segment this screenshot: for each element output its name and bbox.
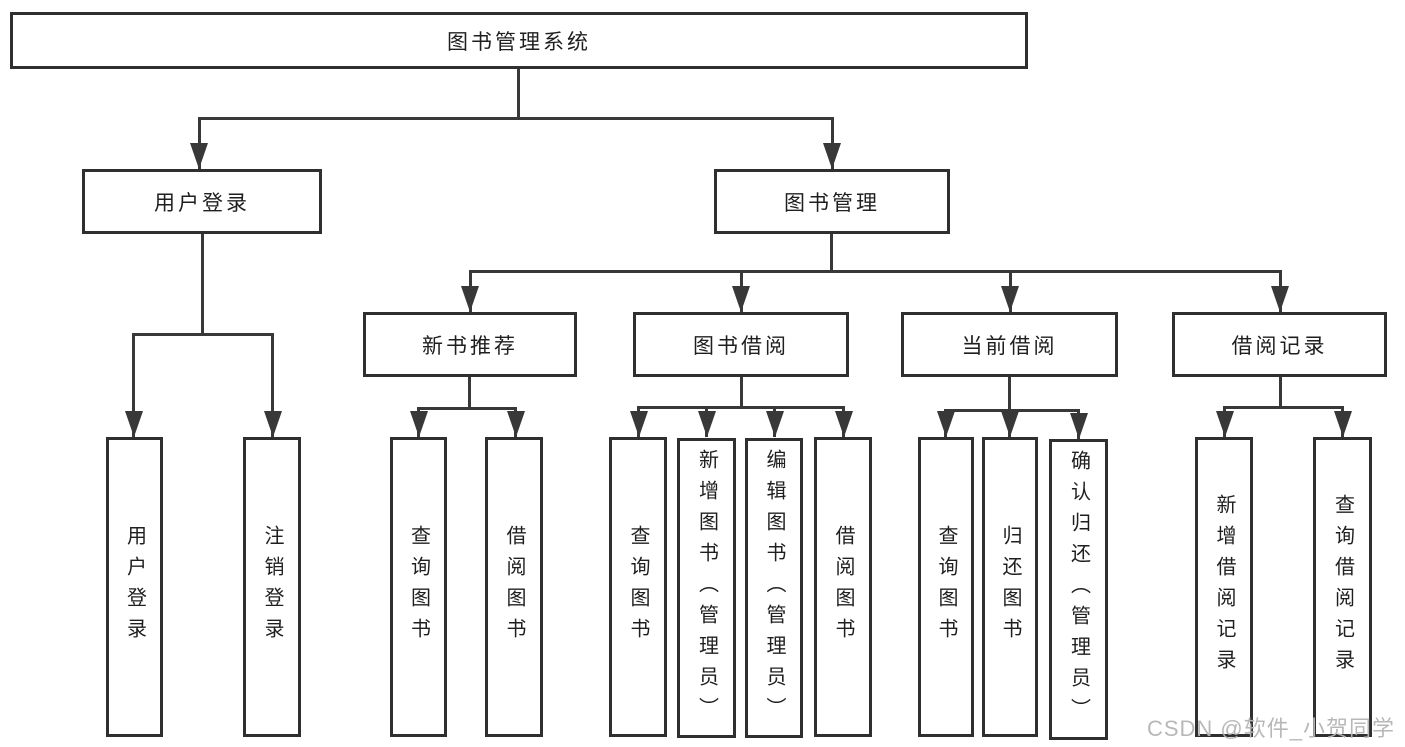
arrow-down-icon (630, 411, 648, 437)
arrow-down-icon (835, 411, 853, 437)
node-user-login: 用户登录 (82, 169, 322, 234)
arrow-down-icon (823, 143, 841, 169)
arrow-down-icon (507, 411, 525, 437)
connector-root-branch (199, 117, 832, 120)
node-label: 借阅图书 (503, 525, 525, 649)
connector-borrow-records-stem (1279, 377, 1282, 408)
node-leaf-add-borrow-record: 新增借阅记录 (1195, 437, 1253, 737)
node-new-book-recommend: 新书推荐 (363, 312, 577, 377)
connector-book-mgmt-stem (830, 234, 833, 272)
arrow-down-icon (1001, 286, 1019, 312)
arrow-down-icon (461, 286, 479, 312)
node-label: 查询借阅记录 (1331, 494, 1354, 680)
connector-book-borrow-branch (637, 406, 845, 409)
node-leaf-logout: 注销登录 (243, 437, 301, 737)
node-label: 查询图书 (627, 525, 649, 649)
arrow-down-icon (1271, 286, 1289, 312)
node-label: 确认归还（管理员） (1067, 450, 1090, 729)
node-label: 新增图书（管理员） (695, 448, 718, 728)
connector-root-stem (517, 69, 520, 119)
node-label: 新书推荐 (422, 334, 518, 358)
node-label: 借阅记录 (1231, 334, 1328, 358)
arrow-down-icon (1216, 411, 1234, 437)
node-leaf-confirm-return-admin: 确认归还（管理员） (1049, 439, 1108, 740)
node-borrow-records: 借阅记录 (1172, 312, 1387, 377)
node-label: 归还图书 (999, 525, 1021, 649)
connector-book-mgmt-branch (469, 270, 1282, 273)
node-label: 用户登录 (123, 525, 146, 649)
arrow-down-icon (1334, 411, 1352, 437)
node-label: 注销登录 (261, 525, 283, 649)
node-leaf-borrow-books-1: 借阅图书 (485, 437, 543, 737)
arrow-down-icon (698, 411, 716, 437)
node-label: 查询图书 (407, 525, 430, 649)
node-label: 新增借阅记录 (1213, 494, 1235, 680)
node-book-borrow: 图书借阅 (633, 312, 849, 377)
arrow-down-icon (1070, 413, 1088, 439)
connector-new-books-branch (417, 407, 517, 410)
arrow-down-icon (766, 411, 784, 437)
node-current-borrow: 当前借阅 (901, 312, 1118, 377)
connector-book-borrow-stem (740, 377, 743, 408)
node-leaf-return-books: 归还图书 (982, 437, 1038, 737)
arrow-down-icon (190, 143, 208, 169)
node-library-management-system: 图书管理系统 (10, 12, 1028, 69)
arrow-down-icon (1001, 411, 1019, 437)
arrow-down-icon (732, 286, 750, 312)
node-label: 用户登录 (154, 191, 250, 215)
arrow-down-icon (410, 411, 428, 437)
node-label: 编辑图书（管理员） (763, 448, 785, 728)
connector-borrow-records-branch (1223, 406, 1343, 409)
node-leaf-borrow-books-2: 借阅图书 (814, 437, 872, 737)
node-leaf-query-books-3: 查询图书 (918, 437, 974, 737)
connector-current-borrow-stem (1008, 377, 1011, 411)
connector-user-login-branch (132, 333, 274, 336)
node-label: 图书借阅 (693, 334, 789, 358)
node-leaf-edit-books-admin: 编辑图书（管理员） (745, 438, 803, 738)
node-label: 查询图书 (935, 525, 957, 649)
arrow-down-icon (264, 411, 282, 437)
node-label: 图书管理 (784, 191, 880, 215)
node-label: 图书管理系统 (447, 30, 591, 54)
connector-drop-login (132, 333, 135, 437)
node-label: 借阅图书 (832, 525, 854, 649)
node-leaf-add-books-admin: 新增图书（管理员） (677, 438, 736, 738)
arrow-down-icon (937, 411, 955, 437)
arrow-down-icon (125, 411, 143, 437)
connector-current-borrow-branch (944, 409, 1080, 412)
node-leaf-user-login: 用户登录 (106, 437, 163, 737)
node-book-management: 图书管理 (714, 169, 950, 234)
node-leaf-query-books-2: 查询图书 (609, 437, 667, 737)
node-leaf-query-borrow-record: 查询借阅记录 (1313, 437, 1372, 737)
connector-drop-logout (271, 333, 274, 437)
connector-user-login-stem (201, 234, 204, 335)
connector-new-books-stem (468, 377, 471, 409)
node-label: 当前借阅 (961, 334, 1058, 358)
csdn-watermark: CSDN @软件_小贺同学 (1146, 716, 1395, 741)
node-leaf-query-books-1: 查询图书 (390, 437, 447, 737)
